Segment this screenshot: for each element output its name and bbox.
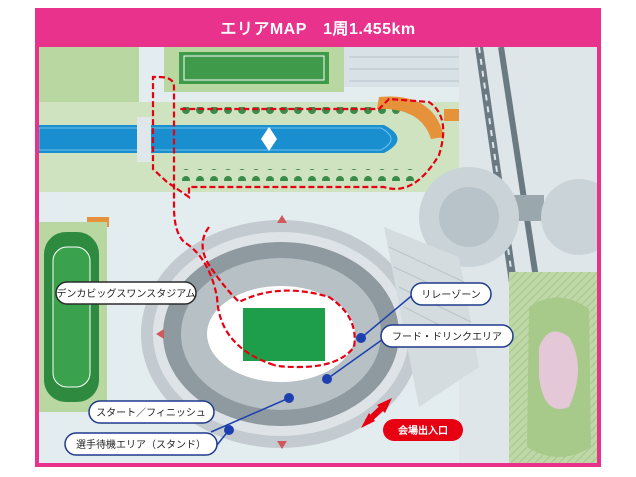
running-course xyxy=(151,75,445,367)
relay-zone-label-box xyxy=(410,282,492,306)
park-area-northwest xyxy=(39,47,139,102)
waiting-area-label-box xyxy=(64,432,218,456)
bridge-west xyxy=(137,117,151,162)
parking-lot xyxy=(344,47,474,87)
pond-southeast xyxy=(539,331,578,409)
relay-zone-label: リレーゾーン xyxy=(421,289,481,301)
stadium-label: デンカビッグスワンスタジアム xyxy=(56,287,195,300)
dome-east xyxy=(541,179,597,255)
stadium-pitch xyxy=(243,308,325,361)
stadium-label-box xyxy=(55,281,197,305)
food-drink-label-box xyxy=(380,324,514,348)
entrance-label: 会場出入口 xyxy=(398,424,448,437)
waiting-area-label: 選手待機エリア（スタンド） xyxy=(76,438,206,451)
canal-fountain xyxy=(261,127,277,151)
canal xyxy=(39,125,398,153)
start-finish-label: スタート／フィニッシュ xyxy=(96,407,206,419)
sports-field-north xyxy=(179,52,329,84)
start-finish-label-box xyxy=(88,400,215,424)
map-title: エリアMAP 1周1.455km xyxy=(39,12,597,47)
orange-building-north xyxy=(377,96,444,139)
area-map: デンカビッグスワンスタジアム リレーゾーン フード・ドリンクエリア スタート／フ… xyxy=(39,46,597,463)
food-drink-label: フード・ドリンクエリア xyxy=(392,331,502,343)
map-canvas: デンカビッグスワンスタジアム リレーゾーン フード・ドリンクエリア スタート／フ… xyxy=(39,46,597,463)
map-frame: エリアMAP 1周1.455km xyxy=(35,8,601,467)
entrance-badge xyxy=(383,419,463,441)
